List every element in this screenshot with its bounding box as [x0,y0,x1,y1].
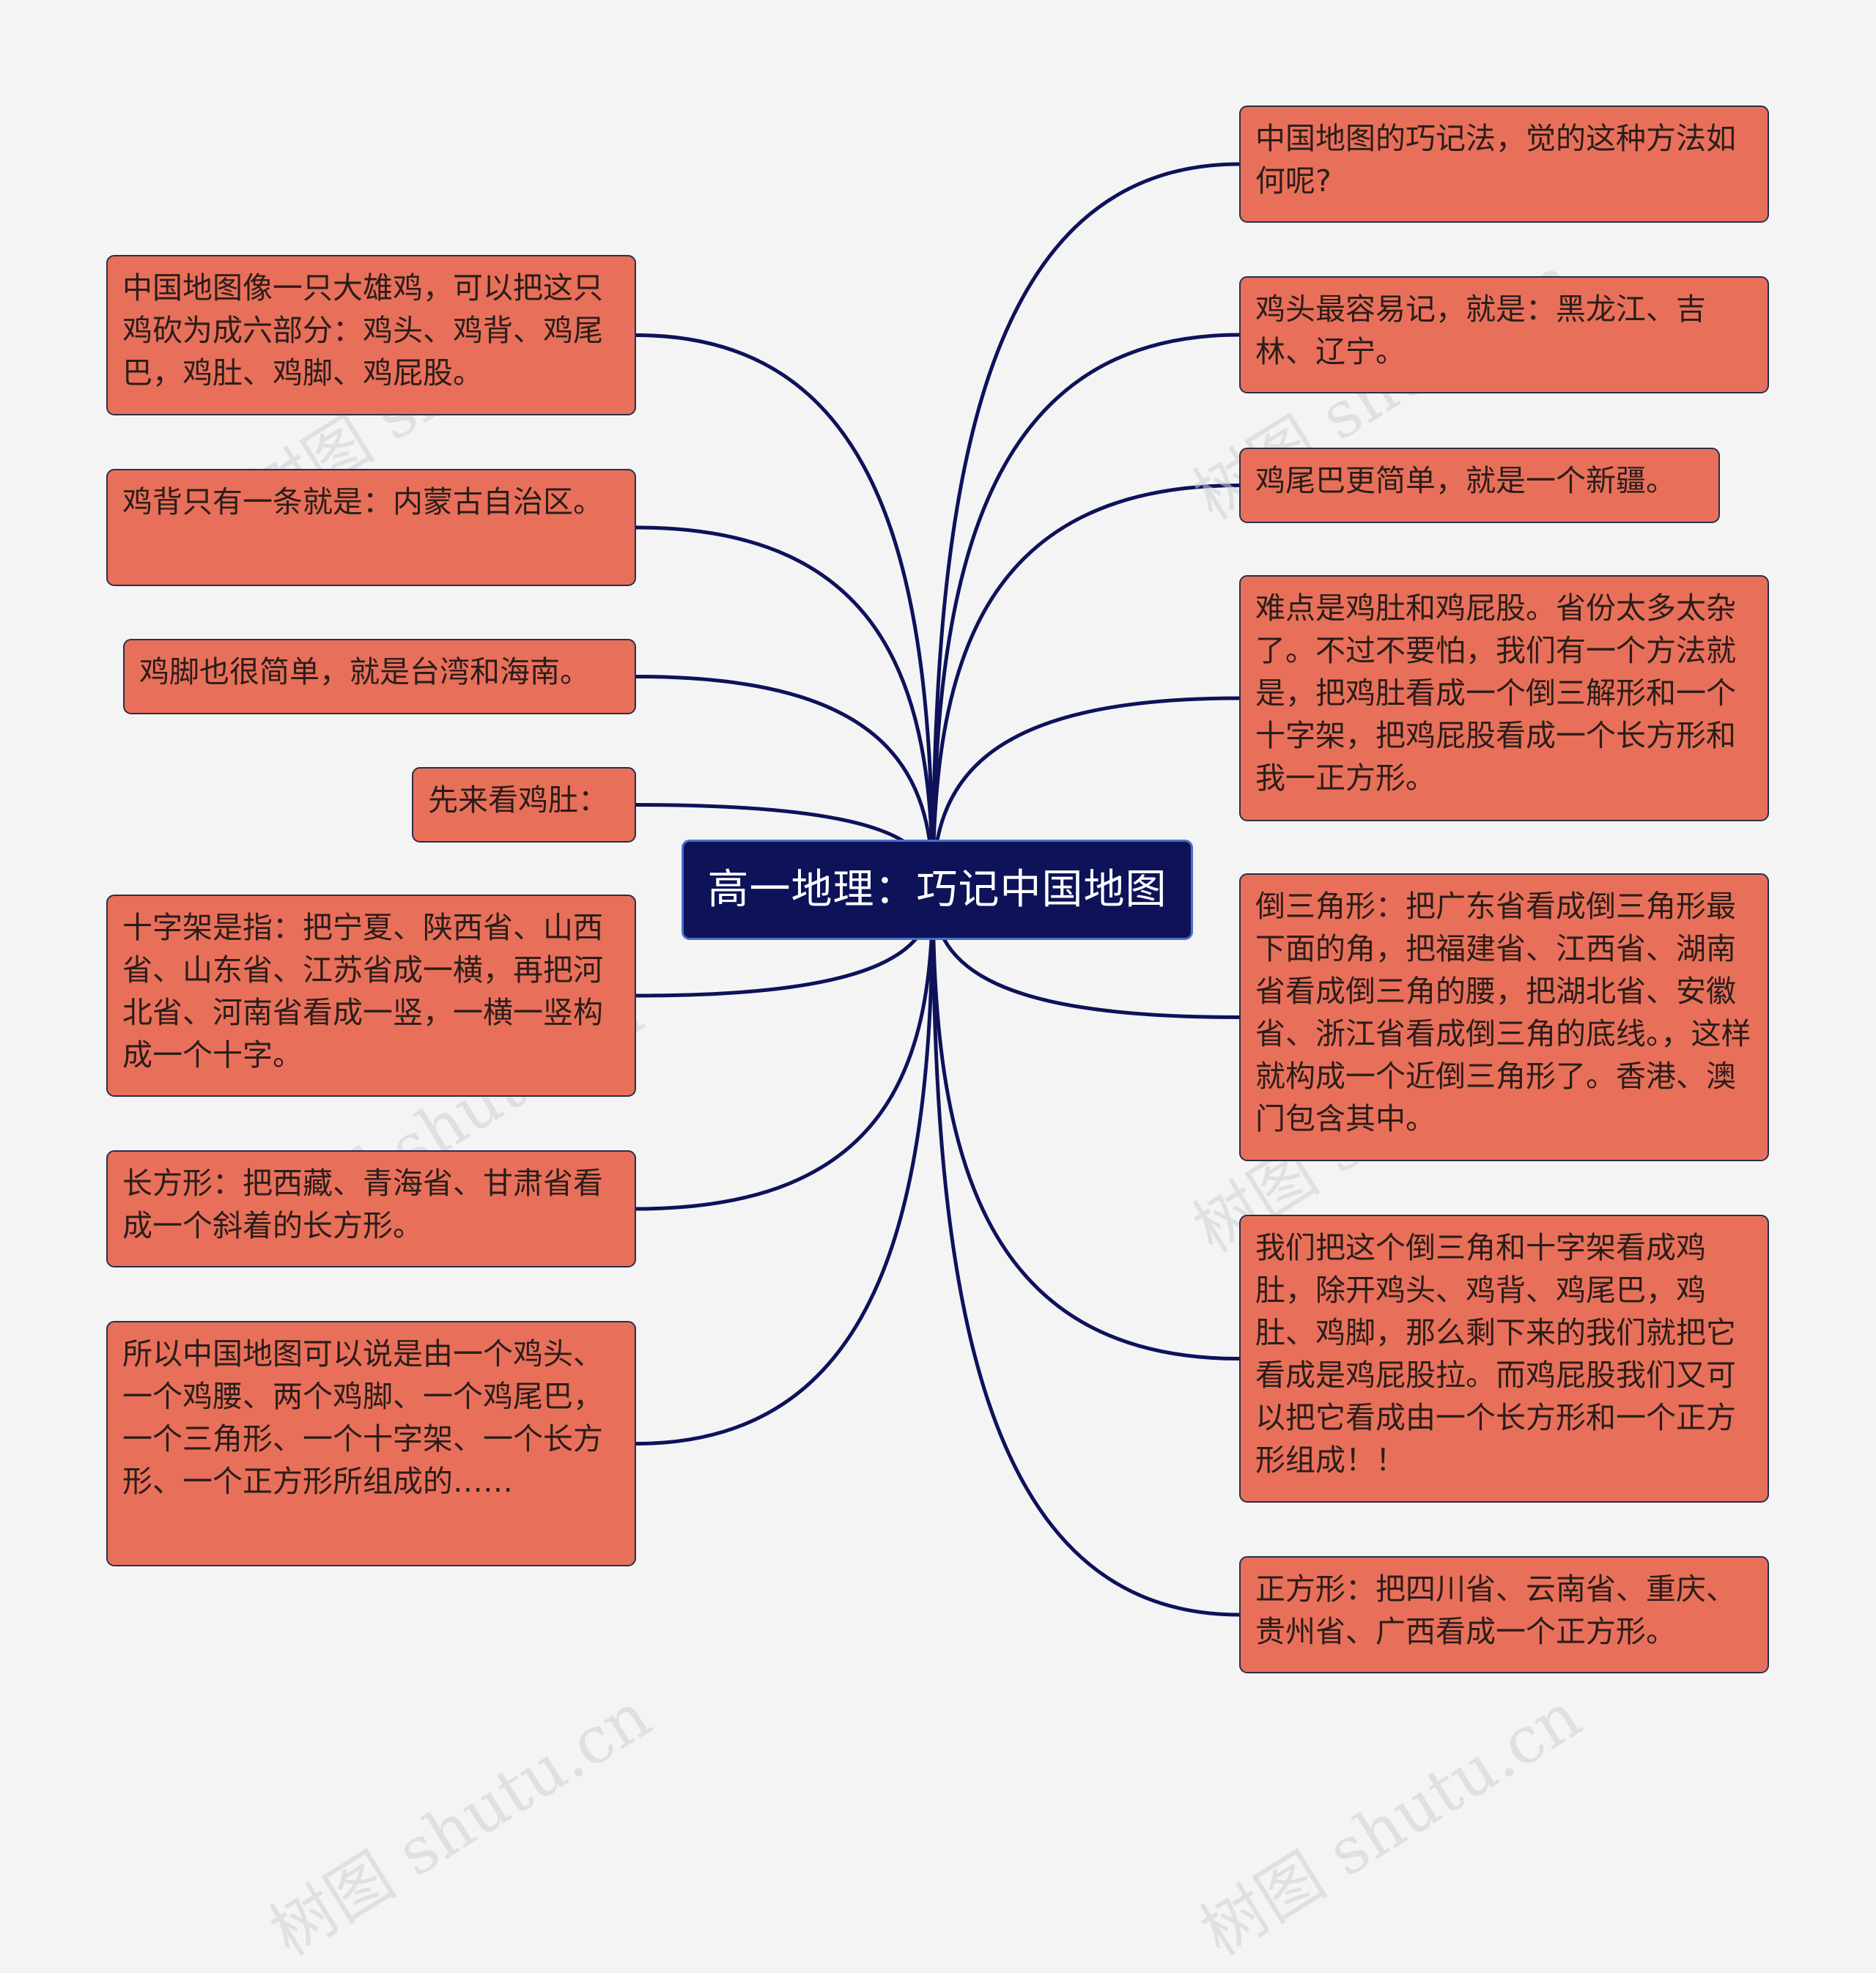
connector-line [635,525,935,890]
topic-node-left-1[interactable]: 中国地图像一只大雄鸡，可以把这只鸡砍为成六部分：鸡头、鸡背、鸡尾巴，鸡肚、鸡脚、… [106,255,636,415]
topic-node-left-6[interactable]: 长方形：把西藏、青海省、甘肃省看成一个斜着的长方形。 [106,1150,636,1267]
topic-node-right-6[interactable]: 我们把这个倒三角和十字架看成鸡肚，除开鸡头、鸡背、鸡尾巴，鸡肚、鸡脚，那么剩下来… [1239,1215,1769,1503]
connector-line [635,333,935,890]
topic-node-left-2[interactable]: 鸡背只有一条就是：内蒙古自治区。 [106,469,636,586]
connector-line [635,889,935,1445]
topic-node-left-5[interactable]: 十字架是指：把宁夏、陕西省、山西省、山东省、江苏省成一横，再把河北省、河南省看成… [106,895,636,1097]
topic-node-right-5[interactable]: 倒三角形：把广东省看成倒三角形最下面的角，把福建省、江西省、湖南省看成倒三角的腰… [1239,873,1769,1161]
connector-line [931,889,1240,1617]
topic-node-right-3[interactable]: 鸡尾巴更简单，就是一个新疆。 [1239,448,1720,523]
connector-line [635,889,935,1211]
connector-line [931,484,1240,890]
topic-node-right-2[interactable]: 鸡头最容易记，就是：黑龙江、吉林、辽宁。 [1239,276,1769,393]
topic-node-left-3[interactable]: 鸡脚也很简单，就是台湾和海南。 [123,639,636,714]
topic-node-right-4[interactable]: 难点是鸡肚和鸡屁股。省份太多太杂了。不过不要怕，我们有一个方法就是，把鸡肚看成一… [1239,575,1769,821]
central-topic[interactable]: 高一地理：巧记中国地图 [682,840,1193,940]
connector-line [931,889,1240,1361]
topic-node-right-7[interactable]: 正方形：把四川省、云南省、重庆、贵州省、广西看成一个正方形。 [1239,1556,1769,1673]
topic-node-right-1[interactable]: 中国地图的巧记法，觉的这种方法如何呢? [1239,106,1769,223]
topic-node-left-4[interactable]: 先来看鸡肚： [412,767,636,843]
connector-line [931,333,1240,890]
connector-line [931,162,1240,890]
topic-node-left-7[interactable]: 所以中国地图可以说是由一个鸡头、一个鸡腰、两个鸡脚、一个鸡尾巴，一个三角形、一个… [106,1321,636,1566]
